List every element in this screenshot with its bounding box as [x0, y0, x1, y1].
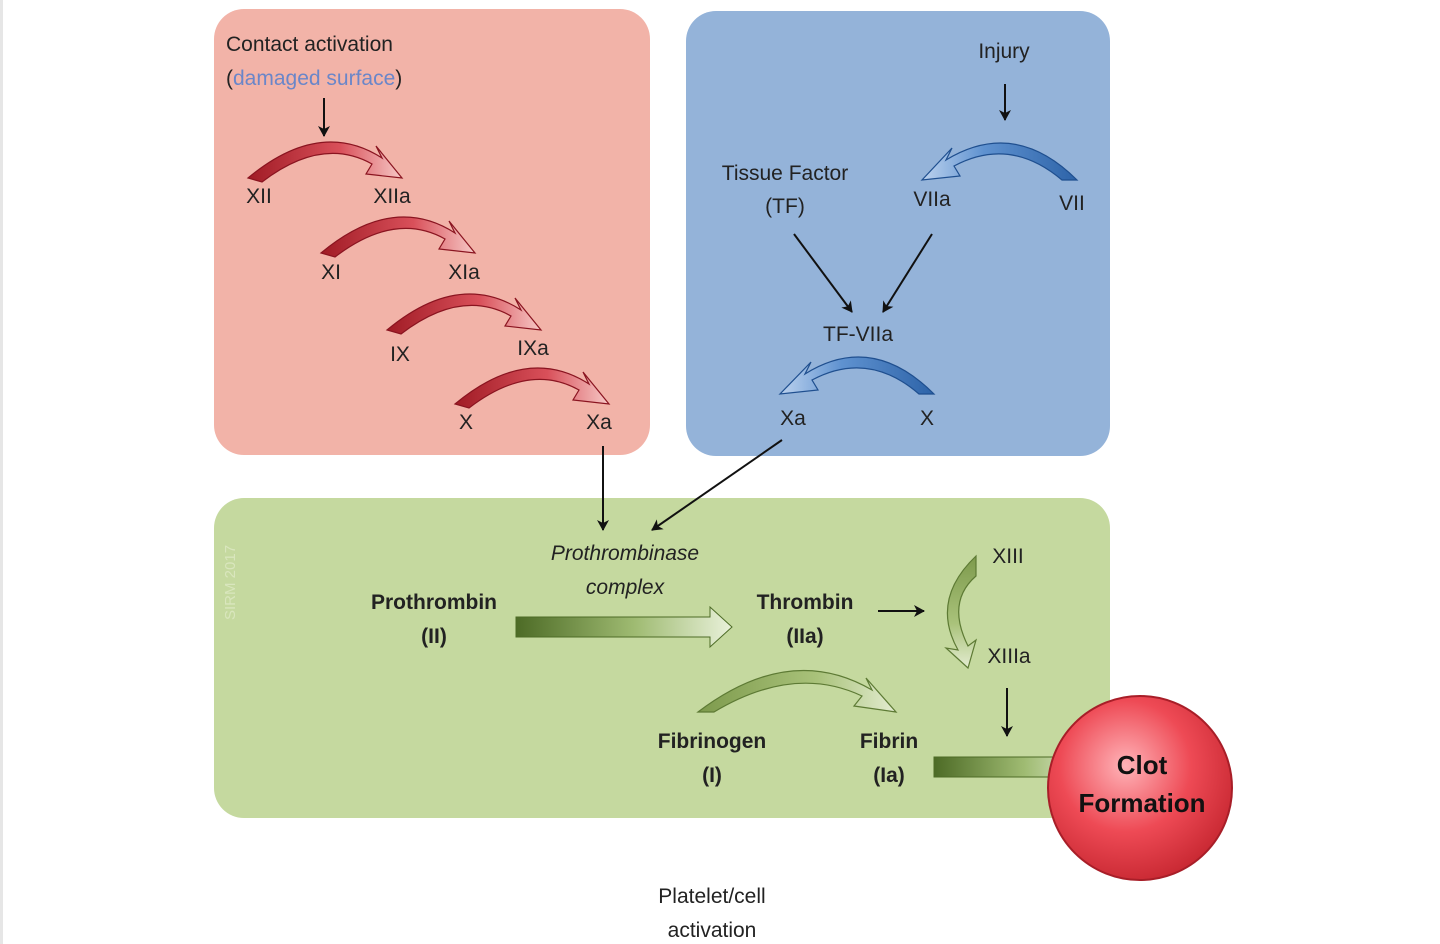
factor-xiia: XIIa [373, 185, 411, 208]
fibrinogen-i-label: (I) [702, 764, 722, 787]
complex-label: complex [585, 576, 665, 599]
damaged-surface-text: damaged surface [233, 67, 396, 90]
red-arc-arrow-4 [453, 367, 611, 409]
platelet-cell-label: Platelet/cell [658, 885, 766, 908]
factor-xia: XIa [448, 261, 480, 284]
formation-word: Formation [1078, 788, 1206, 818]
red-arc-arrow-1 [246, 141, 404, 183]
page-edge [0, 0, 3, 944]
prothrombin-label: Prothrombin [371, 591, 497, 614]
factor-ixa: IXa [517, 337, 549, 360]
thrombin-iia-label: (IIa) [786, 625, 824, 648]
clot-formation-label: Clot Formation [1078, 746, 1205, 822]
factor-x-intrinsic: X [458, 411, 474, 434]
block-arrow-prothrombin [515, 605, 733, 649]
tissue-factor-label: Tissue Factor [721, 162, 849, 185]
red-arc-arrow-2 [319, 216, 477, 258]
clot-formation-circle [1047, 695, 1233, 881]
tf-abbrev-label: (TF) [765, 195, 805, 218]
tf-viia-complex-label: TF-VIIa [822, 323, 894, 346]
factor-xiii: XIII [992, 545, 1024, 568]
blue-arc-arrow-x [778, 356, 936, 395]
extrinsic-panel [686, 11, 1110, 456]
fibrin-ia-label: (Ia) [873, 764, 905, 787]
factor-xi: XI [321, 261, 341, 284]
paren-open: ( [226, 67, 233, 90]
activation-label: activation [667, 919, 757, 942]
green-arc-arrow-fibrinogen [696, 669, 898, 713]
injury-label: Injury [978, 40, 1030, 63]
tf-to-complex-arrow [793, 233, 853, 313]
blue-arc-arrow-vii [920, 142, 1079, 181]
common-panel [214, 498, 1110, 818]
viia-to-complex-arrow [882, 233, 933, 313]
factor-xa-intrinsic: Xa [586, 411, 612, 434]
prothrombinase-label: Prothrombinase [550, 542, 700, 565]
factor-xiiia: XIIIa [987, 645, 1031, 668]
fibrinogen-label: Fibrinogen [657, 730, 767, 753]
extrinsic-xa-arrow [651, 439, 783, 531]
factor-xii: XII [246, 185, 272, 208]
factor-x-extrinsic: X [919, 407, 935, 430]
factor-vii: VII [1059, 192, 1085, 215]
factor-ix: IX [390, 343, 410, 366]
red-arc-arrow-3 [385, 293, 543, 335]
fibrin-label: Fibrin [859, 730, 919, 753]
prothrombin-ii-label: (II) [421, 625, 447, 648]
damaged-surface-label: (damaged surface) [226, 68, 402, 89]
watermark: SIRM 2017 [222, 544, 239, 620]
paren-close: ) [395, 67, 403, 90]
factor-xa-extrinsic: Xa [780, 407, 806, 430]
thrombin-label: Thrombin [756, 591, 854, 614]
contact-activation-title: Contact activation [226, 33, 393, 56]
clot-word: Clot [1116, 750, 1168, 780]
green-curved-arrow-xiii [944, 554, 978, 670]
factor-viia: VIIa [913, 188, 951, 211]
